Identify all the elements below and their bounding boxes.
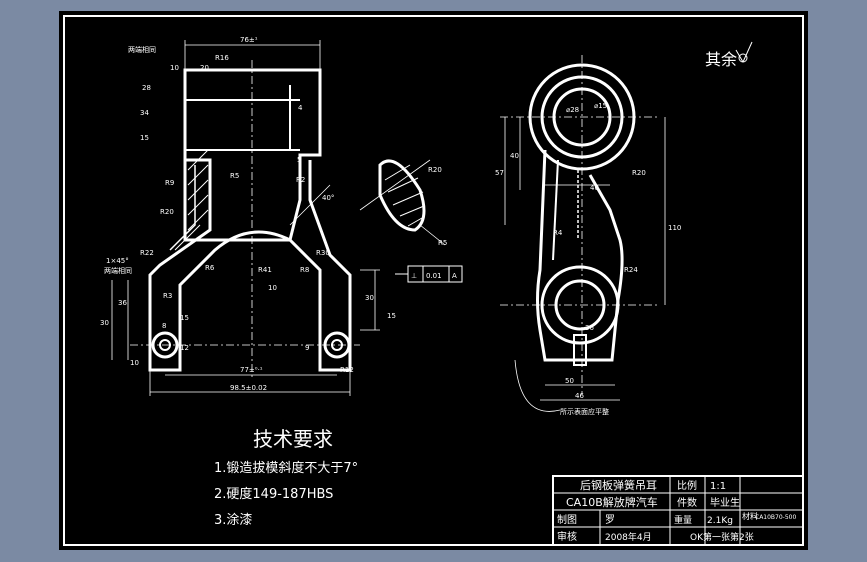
drawing-border xyxy=(63,15,804,546)
dim-r2: R2 xyxy=(296,176,305,184)
roughness-symbol-icon xyxy=(735,41,753,63)
section-r5: R5 xyxy=(438,239,447,247)
title-block: 后钢板弹簧吊耳 比例 1:1 CA10B解放牌汽车 件数 毕业生 制图 罗 重量… xyxy=(552,475,804,546)
dim-angle: 40° xyxy=(322,194,334,202)
dim-r16: R16 xyxy=(215,54,229,62)
tb-part-name: 后钢板弹簧吊耳 xyxy=(580,478,657,492)
side-dim-r4: R4 xyxy=(553,229,563,237)
dim-5: 5 xyxy=(297,156,301,164)
dim-10: 10 xyxy=(130,359,139,367)
tb-count-label: 件数 xyxy=(677,496,697,509)
tb-material-value: CA10B70-500 xyxy=(755,514,796,521)
note-two-ends-top: 两端相同 xyxy=(128,45,156,54)
side-dim-57: 57 xyxy=(495,169,504,177)
dim-8: 8 xyxy=(162,322,166,330)
dim-15c: 15 xyxy=(387,312,396,320)
dim-28: 28 xyxy=(142,84,151,92)
technical-requirements: 技术要求 1.锻造拔模斜度不大于7° 2.硬度149-187HBS 3.涂漆 xyxy=(214,427,358,528)
dim-r30: R30 xyxy=(316,249,330,257)
side-dim-texts: 57 40 40 110 46 50 36 R20 R24 R4 ⌀28 ⌀15… xyxy=(495,102,681,416)
tb-scale-label: 比例 xyxy=(677,479,697,492)
tb-weight-value: 2.1Kg xyxy=(707,516,733,526)
side-dim-40b: 40 xyxy=(590,184,599,192)
side-dim-r24: R24 xyxy=(624,266,638,274)
dim-34: 34 xyxy=(140,109,149,117)
tb-drawn-name: 罗 xyxy=(605,514,615,526)
tech-req-item-3: 3.涂漆 xyxy=(214,512,252,528)
drawing-sheet xyxy=(59,11,808,550)
note-two-ends-left: 两端相同 xyxy=(104,266,132,275)
tb-drawn-label: 制图 xyxy=(557,513,577,526)
tb-review-label: 审核 xyxy=(557,530,577,543)
tb-scale-value: 1:1 xyxy=(710,481,726,492)
dim-36: 36 xyxy=(118,299,127,307)
tb-count-value: 毕业生 xyxy=(710,496,740,509)
dim-r12: R12 xyxy=(340,366,354,374)
side-dim-lines xyxy=(500,55,666,412)
section-view: R20 R5 xyxy=(359,159,447,247)
dim-10c: 10 xyxy=(268,284,277,292)
dim-r20: R20 xyxy=(160,208,174,216)
dim-r3: R3 xyxy=(163,292,172,300)
tolerance-value: 0.01 xyxy=(426,272,442,280)
tb-weight-label: 重量 xyxy=(674,514,692,526)
front-dim-lines xyxy=(111,40,380,396)
dim-9: 9 xyxy=(305,344,309,352)
side-dim-d15: ⌀15 xyxy=(594,102,607,110)
tb-material-label: 材料 xyxy=(742,511,758,521)
section-r20: R20 xyxy=(428,166,442,174)
dim-depth: 30 xyxy=(365,294,374,302)
tolerance-symbol: ⊥ xyxy=(411,272,417,280)
side-dim-110: 110 xyxy=(668,224,681,232)
side-dim-36: 36 xyxy=(585,324,594,332)
tolerance-datum: A xyxy=(452,272,457,280)
tolerance-frame: ⊥ 0.01 A xyxy=(395,265,463,283)
tech-req-title: 技术要求 xyxy=(253,427,333,451)
dim-r6: R6 xyxy=(205,264,215,272)
surface-note: 所示表面应平整 xyxy=(560,407,609,416)
dim-20: 20 xyxy=(200,64,209,72)
dim-chamfer: 1×45° xyxy=(106,257,129,265)
dim-r9: R9 xyxy=(165,179,174,187)
dim-r5: R5 xyxy=(230,172,239,180)
tech-req-item-2: 2.硬度149-187HBS xyxy=(214,486,333,502)
side-dim-r20: R20 xyxy=(632,169,646,177)
dim-top-width: 76±¹ xyxy=(240,36,258,44)
dim-overall-width: 98.5±0.02 xyxy=(230,384,267,392)
side-dim-d28: ⌀28 xyxy=(566,106,579,114)
dim-center-dist: 77±⁰·¹ xyxy=(240,366,263,374)
dim-10b: 10 xyxy=(170,64,179,72)
dim-r8: R8 xyxy=(300,266,309,274)
front-dim-texts: 两端相同 两端相同 76±¹ 77±⁰·¹ 98.5±0.02 40° 30 1… xyxy=(100,36,396,392)
side-dim-46: 46 xyxy=(575,392,584,400)
side-dim-50: 50 xyxy=(565,377,574,385)
dim-15: 15 xyxy=(180,314,189,322)
dim-4: 4 xyxy=(298,104,303,112)
tb-date: 2008年4月 xyxy=(605,531,652,543)
dim-15b: 15 xyxy=(140,134,149,142)
tech-req-item-1: 1.锻造拔模斜度不大于7° xyxy=(214,460,358,476)
dim-12: 12 xyxy=(180,344,189,352)
roughness-note: 其余 xyxy=(705,50,737,69)
tb-vehicle: CA10B解放牌汽车 xyxy=(566,495,658,509)
dim-r41: R41 xyxy=(258,266,272,274)
side-dim-40: 40 xyxy=(510,152,519,160)
tb-sheet: OK第一张第2张 xyxy=(690,531,754,543)
dim-r22: R22 xyxy=(140,249,154,257)
dim-30-left: 30 xyxy=(100,319,109,327)
